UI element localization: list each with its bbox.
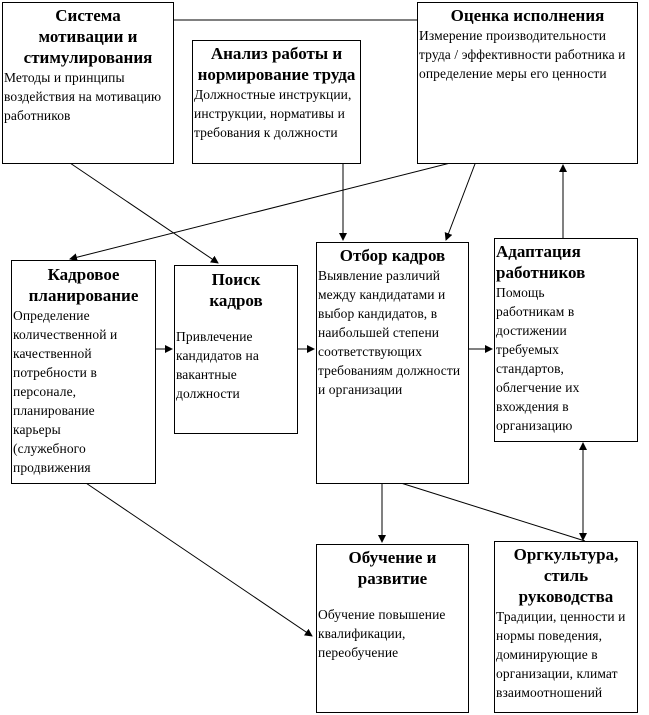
box-analysis: Анализ работы и нормирование труда Должн…: [192, 40, 361, 164]
box-search: Поиск кадров Привлечение кандидатов на в…: [174, 265, 298, 434]
box-title: Оценка исполнения: [450, 6, 605, 25]
box-title: Система мотивации и стимулирования: [23, 6, 153, 67]
box-body: Выявление различий между кандидатами и в…: [318, 268, 461, 397]
box-title: Обучение и развитие: [348, 548, 437, 588]
box-title: Оргкультура, стиль руководства: [513, 545, 619, 606]
arrow-motivation-search: [69, 162, 219, 264]
arrow-evaluation-planning: [69, 155, 479, 262]
box-body: Определение количественной и качественно…: [13, 308, 118, 475]
box-adaptation: Адаптация работников Помощь работникам в…: [494, 238, 638, 442]
box-planning: Кадровое планирование Определение количе…: [11, 260, 156, 484]
box-title: Поиск кадров: [209, 270, 263, 310]
arrow-evaluation-selection: [444, 155, 479, 241]
arrow-planning-training: [79, 478, 313, 637]
box-body: Измерение производительности труда / эфф…: [419, 28, 626, 81]
box-motivation: Система мотивации и стимулирования Метод…: [2, 2, 174, 164]
box-title: Кадровое планирование: [28, 265, 139, 305]
arrow-culture-selection: [384, 476, 586, 542]
box-body: Методы и принципы воздействия на мотивац…: [4, 70, 162, 123]
box-culture: Оргкультура, стиль руководства Традиции,…: [494, 541, 638, 713]
box-selection: Отбор кадров Выявление различий между ка…: [316, 242, 469, 484]
box-evaluation: Оценка исполнения Измерение производител…: [417, 2, 638, 164]
box-title: Анализ работы и нормирование труда: [197, 44, 356, 84]
box-title: Отбор кадров: [339, 246, 446, 265]
box-body: Помощь работникам в достижении требуемых…: [496, 285, 580, 433]
box-body: Обучение повышение квалификации, переобу…: [318, 607, 446, 660]
box-body: Должностные инструкции, инструкции, норм…: [194, 87, 352, 140]
box-body: Традиции, ценности и нормы поведения, до…: [496, 609, 626, 700]
box-title: Адаптация работников: [496, 242, 586, 282]
box-training: Обучение и развитие Обучение повышение к…: [316, 544, 469, 713]
box-body: Привлечение кандидатов на вакантные долж…: [176, 329, 259, 401]
